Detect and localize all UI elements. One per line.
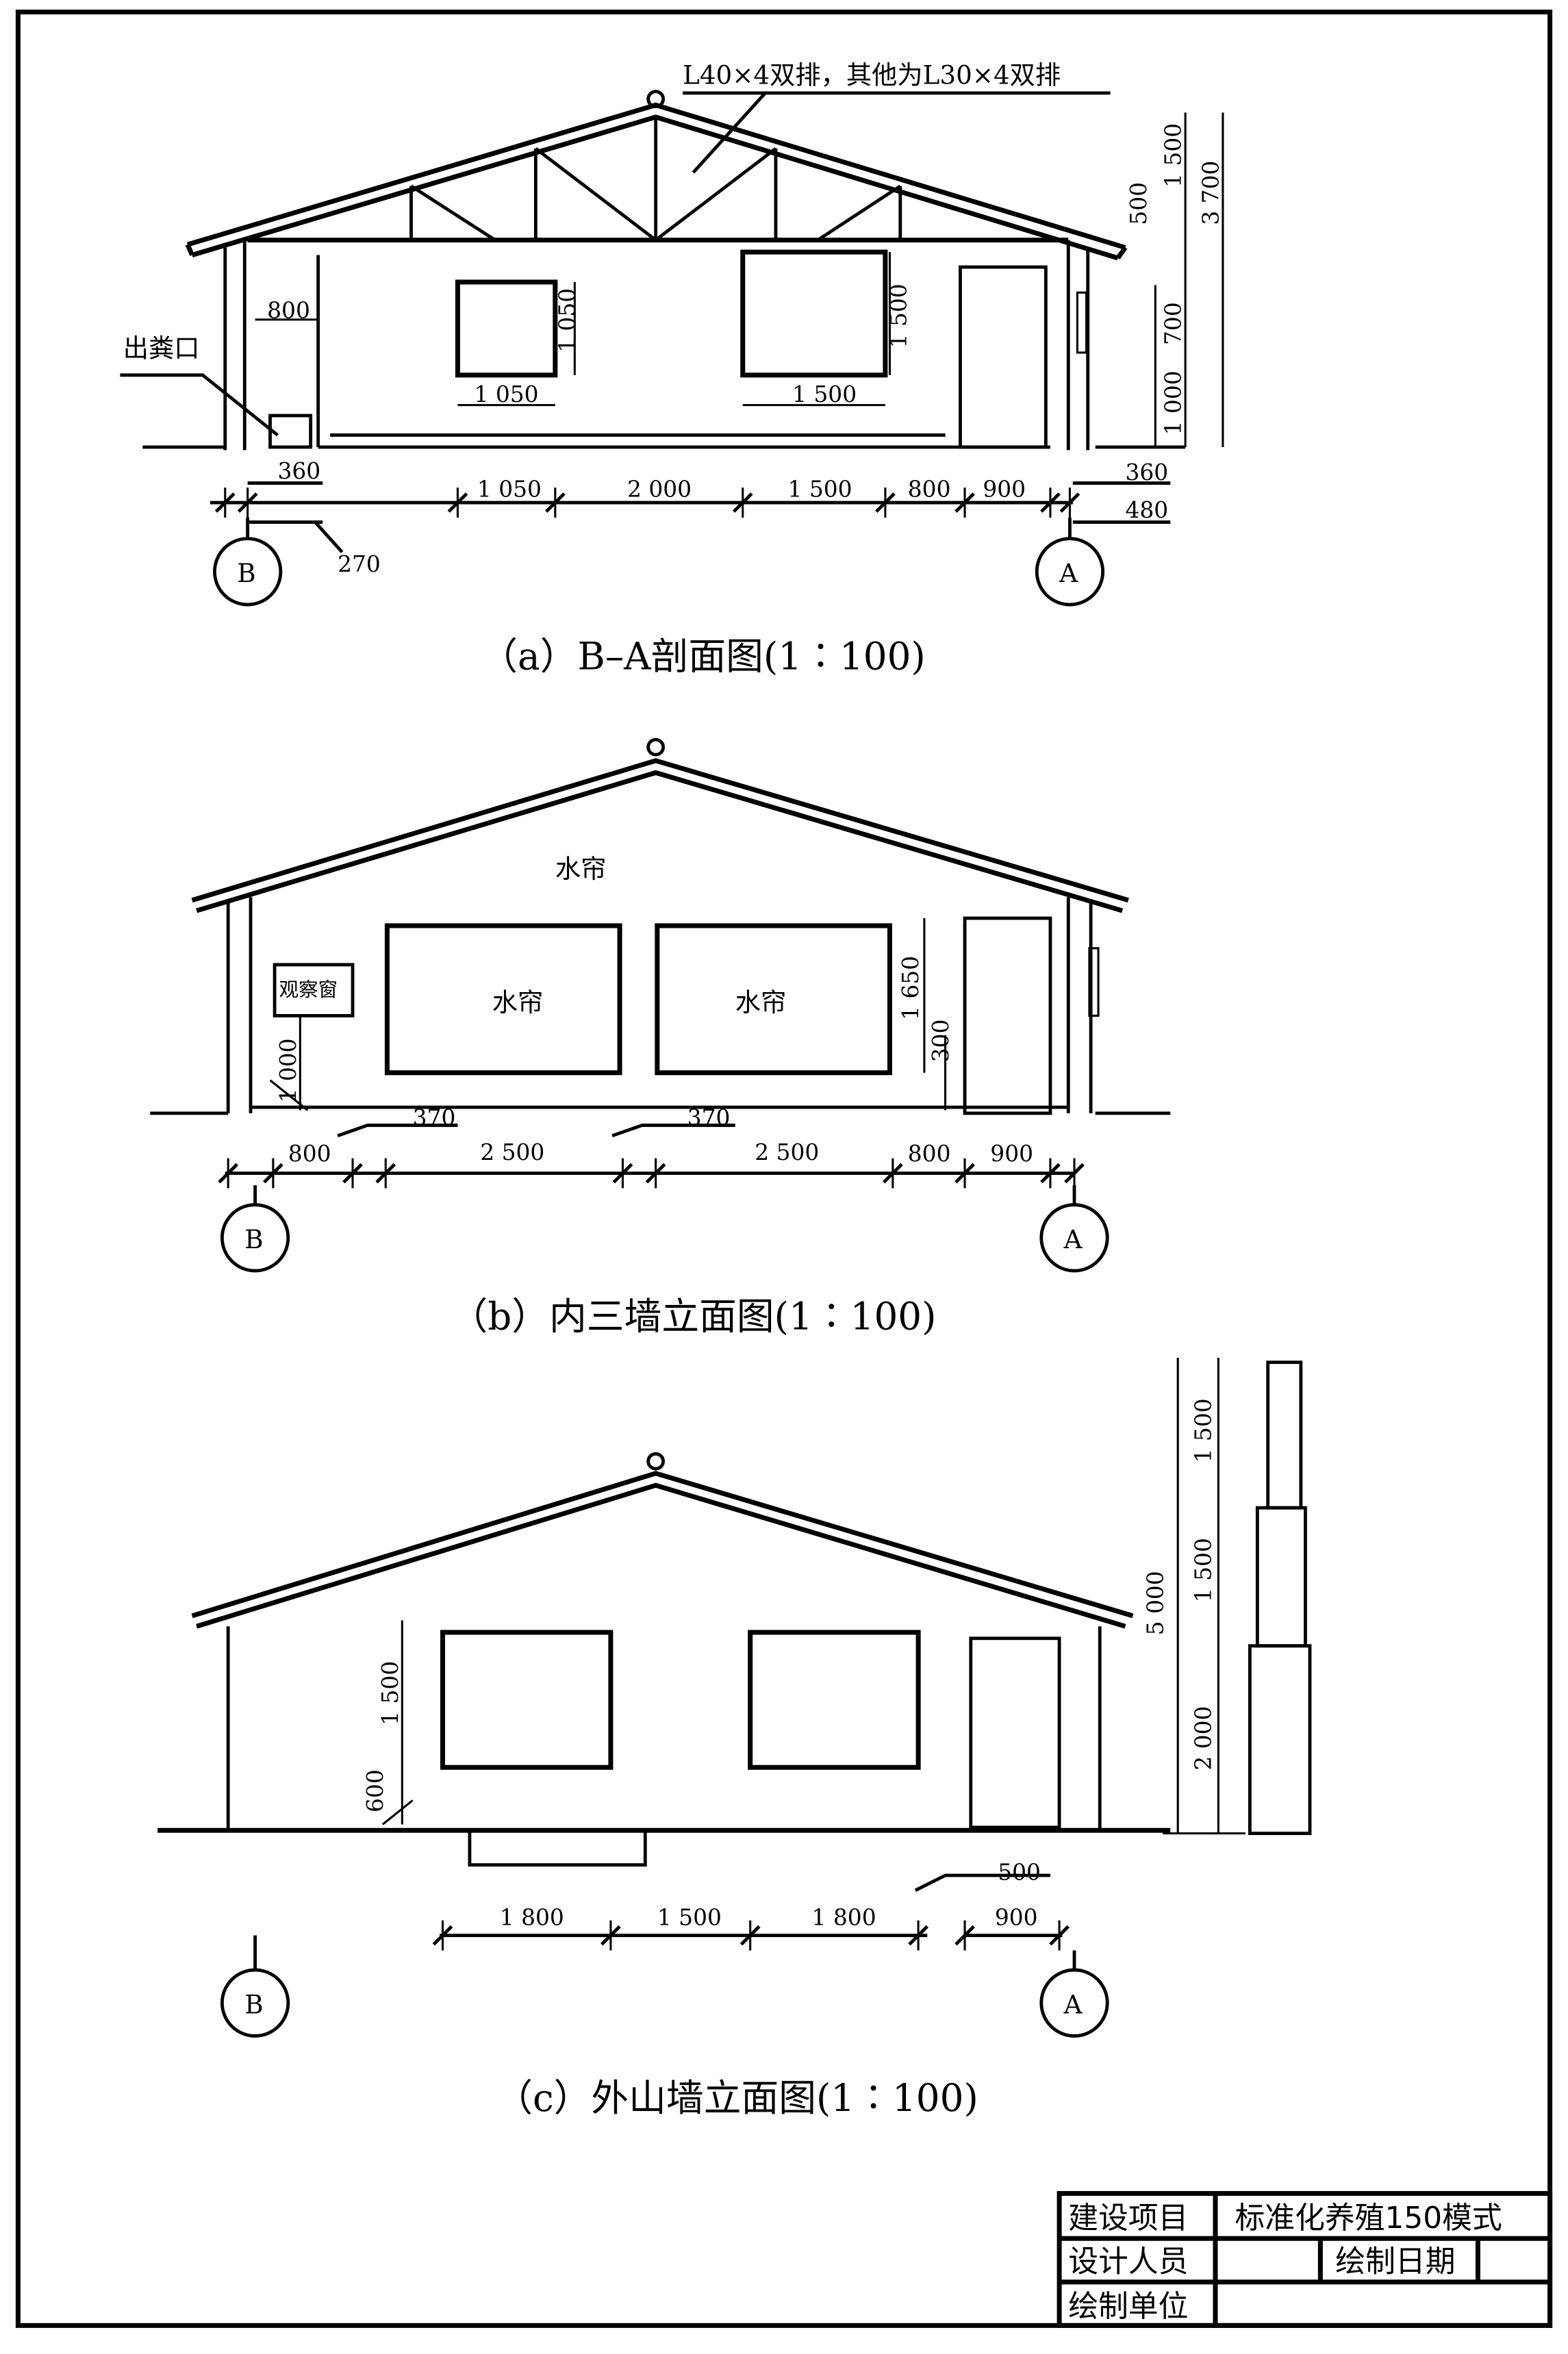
dim-label: 700 bbox=[1160, 302, 1187, 345]
window-2 bbox=[748, 1630, 921, 1770]
dim-label: 1 050 bbox=[475, 381, 539, 407]
window-1 bbox=[440, 1630, 614, 1770]
dim-label: 360 bbox=[1125, 459, 1168, 485]
caption-a: （a）B–A剖面图(1∶100) bbox=[480, 634, 926, 678]
truss-note: L40×4双排，其他为L30×4双排 bbox=[683, 60, 1061, 90]
project-value: 标准化养殖150模式 bbox=[1235, 2201, 1502, 2236]
dim-label: 800 bbox=[267, 297, 310, 324]
window-2 bbox=[740, 249, 888, 378]
dim-label: 900 bbox=[995, 1903, 1038, 1930]
section-a: 出粪口 L40×4双排，其他为L30×4双排 800 1 050 1 050 1… bbox=[120, 60, 1224, 678]
door bbox=[969, 1636, 1061, 1830]
water-curtain-2 bbox=[655, 923, 892, 1076]
dim-label: 1 800 bbox=[812, 1903, 876, 1930]
caption-b: （b）内三墙立面图(1∶100) bbox=[450, 1294, 936, 1338]
dim-label: 300 bbox=[927, 1020, 954, 1063]
manure-outlet-label: 出粪口 bbox=[123, 333, 200, 364]
floor bbox=[142, 433, 1186, 449]
axis-b: B bbox=[237, 558, 255, 588]
chimney-detail bbox=[1163, 1358, 1312, 1836]
dim-label: 1 500 bbox=[1189, 1398, 1216, 1463]
window-1 bbox=[455, 279, 558, 378]
walls bbox=[223, 240, 1090, 451]
dim-label: 500 bbox=[1125, 182, 1152, 225]
dim-label: 800 bbox=[908, 475, 951, 502]
date-label: 绘制日期 bbox=[1335, 2244, 1455, 2279]
axis-a: A bbox=[1063, 1990, 1083, 2020]
dim-label: 800 bbox=[288, 1140, 331, 1167]
wall-vent bbox=[1076, 291, 1088, 354]
dim-label: 1 500 bbox=[787, 475, 852, 502]
dim-label: 1 500 bbox=[1160, 123, 1187, 188]
dim-label: 1 500 bbox=[1189, 1538, 1216, 1602]
project-label: 建设项目 bbox=[1068, 2201, 1188, 2236]
dim-label: 900 bbox=[990, 1140, 1033, 1167]
unit-label: 绘制单位 bbox=[1068, 2289, 1188, 2324]
sheet-border bbox=[15, 10, 1553, 2328]
dim-label: 1 050 bbox=[553, 288, 580, 353]
axis-b: B bbox=[244, 1990, 263, 2020]
dim-label: 900 bbox=[983, 475, 1026, 502]
title-block: 建设项目 标准化养殖150模式 设计人员 绘制日期 绘制单位 bbox=[1057, 2191, 1553, 2328]
entry-step bbox=[468, 1828, 647, 1867]
dim-label: 600 bbox=[362, 1769, 388, 1812]
water-curtain-label: 水帘 bbox=[555, 854, 607, 884]
roof bbox=[191, 1471, 1134, 1629]
section-b: 水帘 水帘 水帘 观察窗 1 000 1 650 300 800 370 2 5… bbox=[150, 737, 1171, 1338]
manure-box bbox=[268, 414, 313, 449]
dim-label: 360 bbox=[277, 457, 320, 484]
dim-label: 1 500 bbox=[792, 381, 857, 407]
axis-b: B bbox=[244, 1224, 263, 1254]
water-curtain-label: 水帘 bbox=[492, 987, 544, 1017]
water-curtain-1 bbox=[384, 923, 622, 1076]
axis-a: A bbox=[1063, 1224, 1083, 1254]
ridge-cap bbox=[646, 90, 666, 108]
door bbox=[959, 265, 1048, 449]
dim-label: 270 bbox=[338, 550, 381, 577]
axis-a: A bbox=[1059, 558, 1078, 588]
dim-label: 500 bbox=[998, 1859, 1041, 1886]
dim-label: 5 000 bbox=[1141, 1571, 1168, 1635]
dim-label: 2 000 bbox=[1189, 1706, 1216, 1771]
dim-label: 1 500 bbox=[885, 283, 912, 348]
dim-label: 1 500 bbox=[657, 1903, 722, 1930]
dim-label: 2 500 bbox=[755, 1139, 819, 1165]
dim-label: 2 500 bbox=[480, 1139, 544, 1165]
dim-label: 370 bbox=[413, 1104, 456, 1130]
dim-label: 370 bbox=[687, 1104, 731, 1130]
dim-label: 1 050 bbox=[477, 475, 542, 502]
dim-label: 1 650 bbox=[897, 956, 924, 1020]
caption-c: （c）外山墙立面图(1∶100) bbox=[495, 2076, 978, 2120]
truss bbox=[409, 116, 902, 242]
dim-label: 1 000 bbox=[275, 1038, 301, 1102]
water-curtain-label: 水帘 bbox=[735, 987, 787, 1017]
dim-label: 1 000 bbox=[1160, 370, 1187, 435]
dim-label: 2 000 bbox=[627, 475, 692, 502]
roof bbox=[191, 758, 1129, 913]
dim-label: 480 bbox=[1125, 496, 1168, 523]
designer-label: 设计人员 bbox=[1068, 2244, 1188, 2279]
observation-window-label: 观察窗 bbox=[279, 978, 338, 1001]
observation-window bbox=[273, 963, 355, 1017]
door bbox=[963, 916, 1052, 1115]
dim-label: 1 500 bbox=[377, 1661, 403, 1725]
dim-label: 1 800 bbox=[500, 1903, 564, 1930]
dim-label: 800 bbox=[908, 1140, 951, 1167]
dim-label: 3 700 bbox=[1197, 161, 1224, 225]
section-c: 1 500 600 5 000 1 500 1 500 2 000 1 800 … bbox=[157, 1358, 1312, 2120]
